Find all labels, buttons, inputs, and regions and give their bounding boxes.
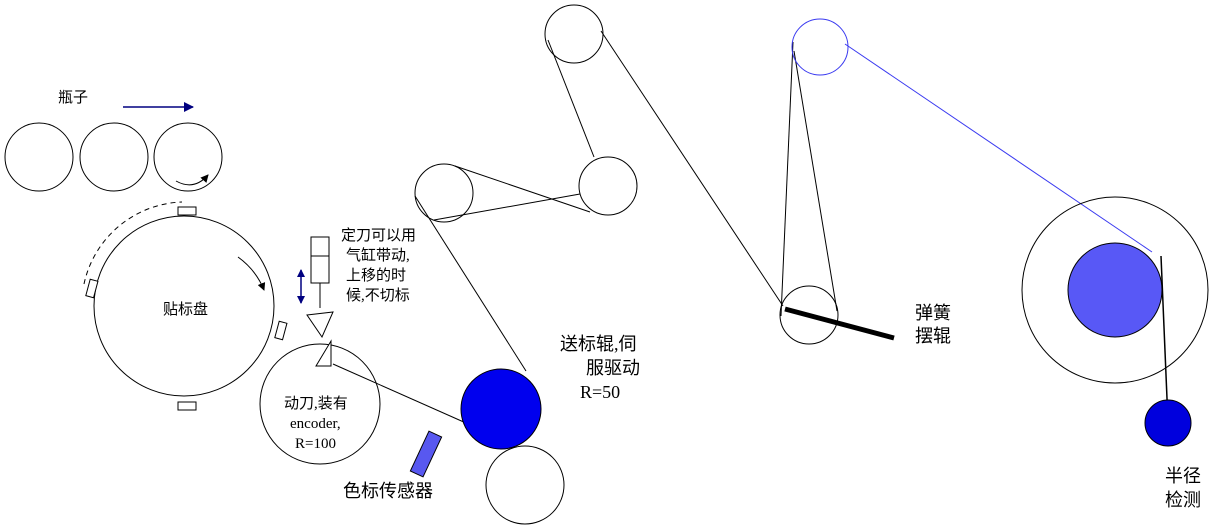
bottle-1 xyxy=(4,122,74,192)
label-plate-group: 贴标盘 xyxy=(83,201,288,411)
web-segment xyxy=(780,41,794,317)
web-segment-to-reel xyxy=(844,43,1153,253)
label-reel-core xyxy=(1067,242,1163,338)
pad-top xyxy=(177,206,197,216)
color-sensor-group: 色标传感器 xyxy=(343,430,443,501)
pressure-roller xyxy=(485,445,565,525)
moving-knife-group: 动刀,装有 encoder, R=100 xyxy=(259,339,381,465)
moving-knife-line-3: R=100 xyxy=(295,436,336,452)
label-plate-rotation-arc xyxy=(83,201,183,285)
radius-detect-line-2: 检测 xyxy=(1165,490,1201,510)
guide-roller-4 xyxy=(791,18,849,76)
guide-roller-1 xyxy=(414,163,474,223)
web-segment xyxy=(433,193,581,221)
feed-roller-line-2: 服驱动 xyxy=(586,358,640,378)
feed-roller-line-1: 送标辊,伺 xyxy=(560,334,637,354)
bottle-group: 瓶子 xyxy=(4,89,223,192)
radius-detect-group: 半径 检测 xyxy=(1144,255,1201,510)
color-sensor xyxy=(409,430,443,478)
guide-roller-2 xyxy=(578,156,638,216)
radius-detect-line-1: 半径 xyxy=(1165,466,1201,486)
web-segment xyxy=(454,165,591,213)
bottle-3 xyxy=(153,122,223,192)
label-plate-direction-arrow xyxy=(237,256,266,291)
label-plate-text: 贴标盘 xyxy=(163,300,208,318)
label-reel-outer xyxy=(1021,196,1209,384)
spring-roller-line-1: 弹簧 xyxy=(915,303,951,323)
web-segment xyxy=(600,30,784,307)
fixed-knife-line-1: 定刀可以用 xyxy=(341,227,416,244)
bottle-rotation-arrow xyxy=(175,174,209,186)
bottle-label: 瓶子 xyxy=(58,89,88,106)
moving-knife-blade xyxy=(315,339,332,367)
moving-knife-line-1: 动刀,装有 xyxy=(284,395,348,412)
pad-bottom xyxy=(177,401,197,411)
spring-roller-group: 弹簧 摆辊 xyxy=(779,285,951,346)
label-plate xyxy=(93,215,275,397)
radius-detect-wheel xyxy=(1144,399,1192,447)
web-segment xyxy=(793,50,838,312)
guide-roller-3 xyxy=(544,4,604,64)
fixed-knife-line-3: 上移的时 xyxy=(346,267,406,284)
spring-roller-line-2: 摆辊 xyxy=(915,326,951,346)
color-sensor-label: 色标传感器 xyxy=(343,481,433,501)
fixed-knife-blade xyxy=(306,311,334,339)
moving-knife-line-2: encoder, xyxy=(290,416,341,432)
cylinder-body xyxy=(310,236,330,284)
feed-roller xyxy=(460,368,542,450)
web-segment xyxy=(547,39,595,158)
feed-roller-group: 送标辊,伺 服驱动 R=50 xyxy=(460,334,640,525)
web-segment xyxy=(332,363,485,432)
label-web xyxy=(332,30,838,432)
fixed-knife-line-4: 候,不切标 xyxy=(346,287,410,304)
bottle-2 xyxy=(79,122,149,192)
pad-right xyxy=(274,320,288,341)
fixed-knife-group: 定刀可以用 气缸带动, 上移的时 候,不切标 xyxy=(297,227,416,339)
spring-roller xyxy=(779,285,839,345)
spring-roller-arm xyxy=(784,306,895,341)
fixed-knife-line-2: 气缸带动, xyxy=(346,246,410,264)
moving-knife-drum xyxy=(259,343,381,465)
feed-roller-line-3: R=50 xyxy=(580,382,620,402)
web-segment xyxy=(414,195,527,372)
label-reel-group xyxy=(1021,196,1209,384)
pad-left xyxy=(85,278,99,299)
